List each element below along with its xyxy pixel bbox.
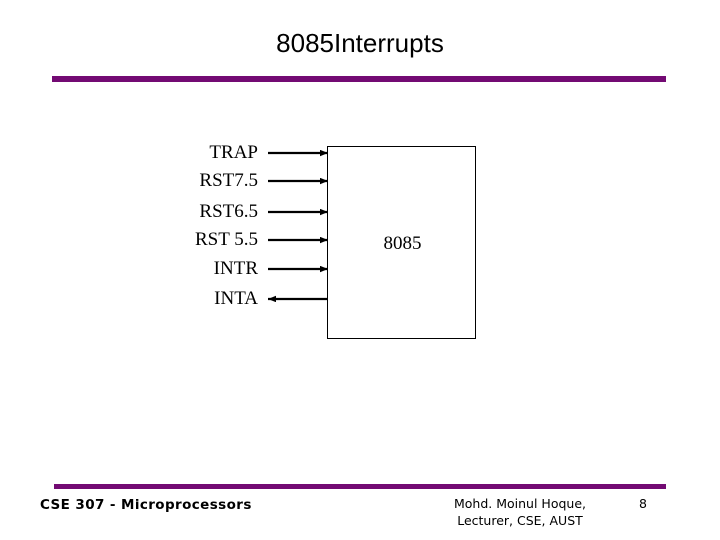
footer-author-line-1: Mohd. Moinul Hoque, bbox=[453, 496, 586, 511]
footer-course-label: CSE 307 - Microprocessors bbox=[40, 497, 252, 513]
signal-label-rst6.5: RST6.5 bbox=[199, 201, 258, 222]
signal-label-inta: INTA bbox=[214, 288, 258, 309]
cpu-block-label: 8085 bbox=[383, 232, 422, 254]
page-number: 8 bbox=[639, 496, 647, 511]
footer-author-line-2: Lecturer, CSE, AUST bbox=[457, 513, 583, 528]
signal-label-trap: TRAP bbox=[209, 142, 258, 163]
cpu-block: 8085 bbox=[327, 146, 476, 339]
signal-label-rst-5.5: RST 5.5 bbox=[194, 229, 258, 250]
footer-divider-rule bbox=[54, 484, 666, 489]
page-title: 8085Interrupts bbox=[276, 28, 444, 58]
signal-label-intr: INTR bbox=[213, 258, 258, 279]
signal-label-rst7.5: RST7.5 bbox=[199, 170, 258, 191]
title-divider-rule bbox=[52, 76, 666, 82]
arrow-group bbox=[268, 149, 328, 303]
footer-author-block: Mohd. Moinul Hoque, Lecturer, CSE, AUST bbox=[420, 495, 620, 529]
